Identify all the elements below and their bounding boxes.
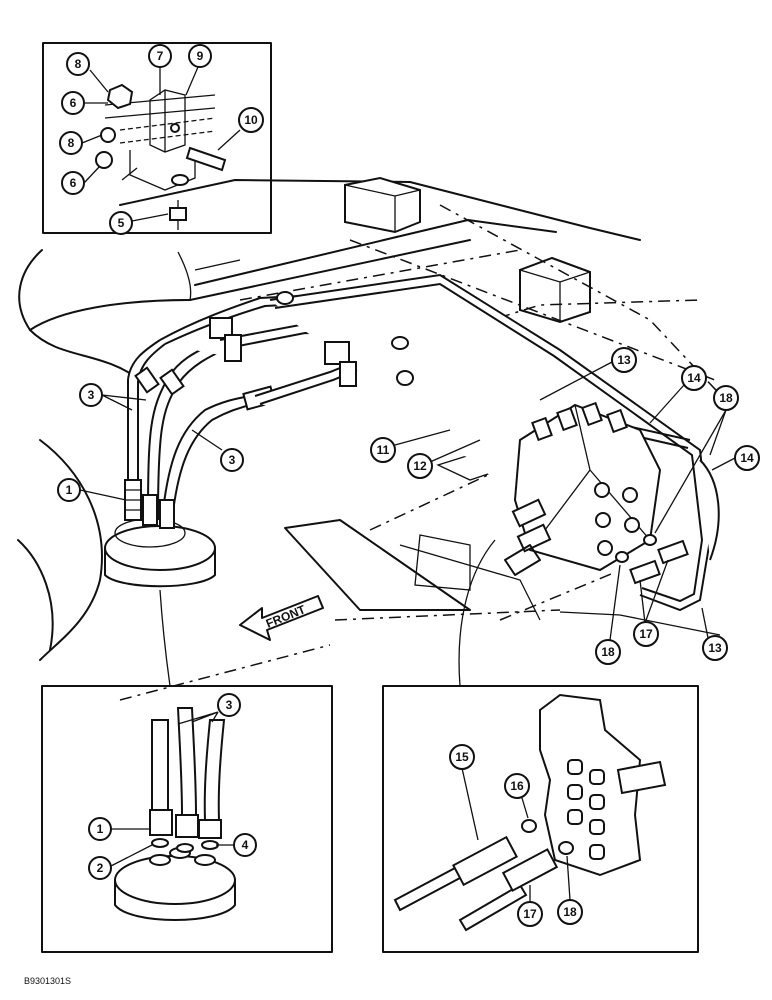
callout-8a: 8 — [66, 52, 90, 76]
callouts: 8 7 9 6 8 10 6 5 3 3 1 11 12 13 14 18 14 — [57, 44, 760, 927]
front-arrow: FRONT — [239, 595, 324, 641]
callout-10: 10 — [238, 107, 264, 133]
callout-1b: 1 — [88, 817, 112, 841]
callout-18c: 18 — [557, 899, 583, 925]
svg-text:1: 1 — [66, 483, 73, 497]
svg-text:8: 8 — [75, 57, 82, 71]
callout-3b: 3 — [220, 448, 244, 472]
callout-5: 5 — [109, 211, 133, 235]
callout-13b: 13 — [702, 635, 728, 661]
callout-18a: 18 — [713, 385, 739, 411]
svg-text:1: 1 — [97, 822, 104, 836]
main-assembly — [17, 176, 731, 701]
svg-text:14: 14 — [687, 371, 701, 385]
clamp-detail-inset — [42, 42, 272, 234]
callout-17a: 17 — [633, 621, 659, 647]
svg-text:5: 5 — [118, 216, 125, 230]
callout-3c: 3 — [217, 693, 241, 717]
svg-text:18: 18 — [601, 645, 615, 659]
callout-12: 12 — [407, 453, 433, 479]
callout-14a: 14 — [681, 365, 707, 391]
svg-text:17: 17 — [639, 627, 653, 641]
svg-text:3: 3 — [229, 453, 236, 467]
svg-text:18: 18 — [563, 905, 577, 919]
front-label: FRONT — [264, 602, 308, 631]
callout-6a: 6 — [61, 91, 85, 115]
callout-18b: 18 — [595, 639, 621, 665]
callout-3a: 3 — [79, 383, 103, 407]
svg-text:6: 6 — [70, 176, 77, 190]
svg-text:7: 7 — [157, 49, 164, 63]
svg-text:4: 4 — [242, 838, 249, 852]
svg-text:14: 14 — [740, 451, 754, 465]
svg-text:12: 12 — [413, 459, 427, 473]
callout-11: 11 — [370, 437, 396, 463]
callout-7: 7 — [148, 44, 172, 68]
svg-text:10: 10 — [244, 113, 258, 127]
callout-16: 16 — [504, 773, 530, 799]
svg-text:8: 8 — [68, 136, 75, 150]
svg-text:13: 13 — [617, 353, 631, 367]
valve-detail-inset — [382, 685, 699, 953]
svg-text:11: 11 — [377, 443, 390, 457]
svg-text:3: 3 — [88, 388, 95, 402]
callout-2: 2 — [88, 856, 112, 880]
callout-6b: 6 — [61, 171, 85, 195]
callout-1a: 1 — [57, 478, 81, 502]
svg-text:15: 15 — [455, 750, 469, 764]
svg-text:2: 2 — [97, 861, 104, 875]
callout-15: 15 — [449, 744, 475, 770]
svg-text:13: 13 — [708, 641, 722, 655]
svg-text:16: 16 — [510, 779, 524, 793]
svg-text:9: 9 — [197, 49, 204, 63]
svg-text:6: 6 — [70, 96, 77, 110]
swivel-detail-inset — [41, 685, 333, 953]
callout-17b: 17 — [517, 901, 543, 927]
drawing-code: B9301301S — [24, 976, 71, 986]
svg-text:17: 17 — [523, 907, 537, 921]
svg-text:18: 18 — [719, 391, 733, 405]
callout-14b: 14 — [734, 445, 760, 471]
svg-text:3: 3 — [226, 698, 233, 712]
callout-8b: 8 — [59, 131, 83, 155]
callout-4: 4 — [233, 833, 257, 857]
callout-9: 9 — [188, 44, 212, 68]
callout-13a: 13 — [611, 347, 637, 373]
